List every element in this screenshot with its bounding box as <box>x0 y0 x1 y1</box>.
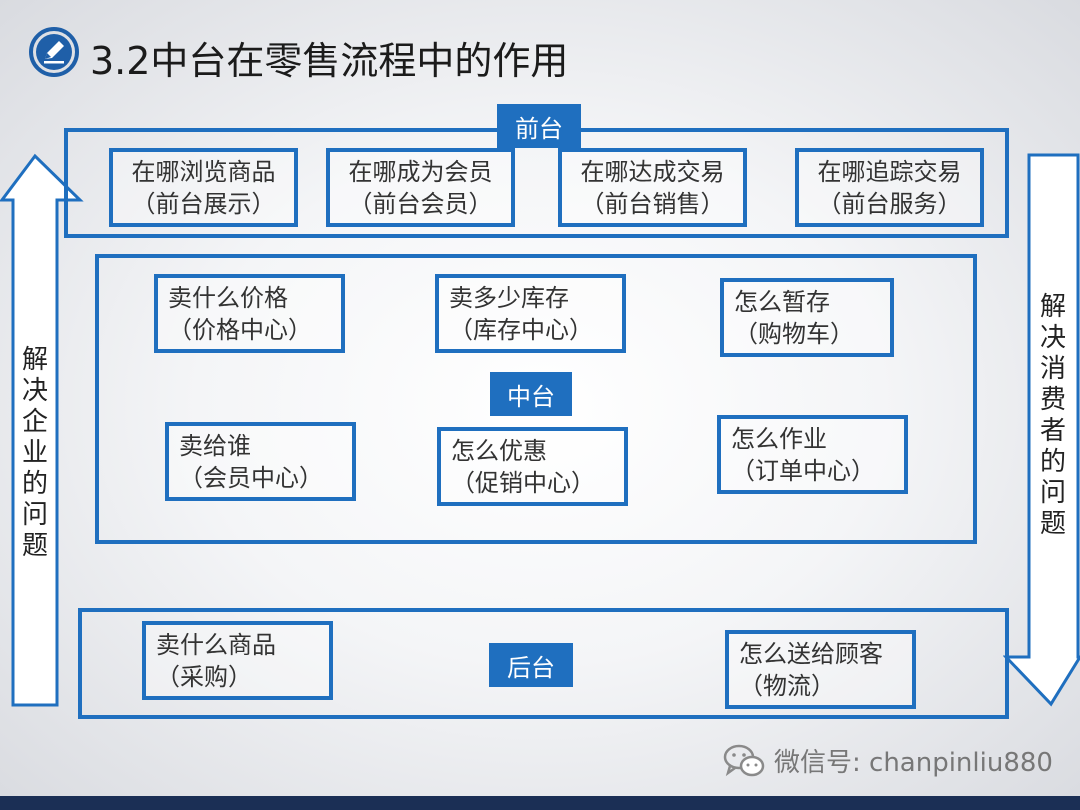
left-arrow-label: 解 决 企 业 的 问 题 <box>21 345 48 561</box>
wechat-icon <box>723 744 765 776</box>
wechat-watermark: 微信号: chanpinliu880 <box>722 742 1053 779</box>
back-frame <box>78 608 1009 719</box>
middle-box-price: 卖什么价格（价格中心） <box>154 274 345 353</box>
footer-bar <box>0 796 1080 810</box>
middle-box-inventory: 卖多少库存（库存中心） <box>435 274 626 353</box>
middle-frame <box>95 254 977 544</box>
up-arrow-icon <box>0 153 84 707</box>
wechat-id: 微信号: chanpinliu880 <box>774 748 1053 778</box>
front-box-display: 在哪浏览商品（前台展示） <box>109 148 298 227</box>
middle-box-order: 怎么作业（订单中心） <box>717 415 908 494</box>
front-box-sales: 在哪达成交易（前台销售） <box>558 148 747 227</box>
back-box-logistics: 怎么送给顾客（物流） <box>725 630 916 709</box>
middle-box-promotion: 怎么优惠（促销中心） <box>437 427 628 506</box>
middle-box-cart: 怎么暂存（购物车） <box>720 278 894 357</box>
front-tag: 前台 <box>497 104 581 148</box>
back-tag: 后台 <box>489 643 573 687</box>
down-arrow-icon <box>1003 153 1080 707</box>
right-arrow-label: 解 决 消 费 者 的 问 题 <box>1039 292 1066 539</box>
front-box-service: 在哪追踪交易（前台服务） <box>795 148 984 227</box>
front-box-member: 在哪成为会员（前台会员） <box>326 148 515 227</box>
page-title: 3.2中台在零售流程中的作用 <box>90 39 569 83</box>
back-box-purchase: 卖什么商品（采购） <box>142 621 333 700</box>
pencil-circle-icon <box>29 27 79 77</box>
middle-box-member: 卖给谁（会员中心） <box>165 422 356 501</box>
middle-tag: 中台 <box>490 372 572 416</box>
